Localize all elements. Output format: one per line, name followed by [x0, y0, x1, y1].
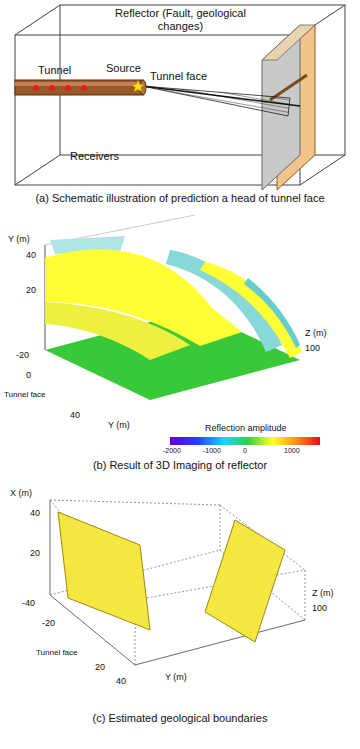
caption: (a) Schematic illustration of prediction… [20, 192, 340, 205]
annotation-label: Source [106, 62, 141, 75]
annotation-label: Reflector (Fault, geological changes) [108, 7, 253, 32]
imaging-plot [45, 215, 320, 445]
annotation-label: Tunnel face [150, 70, 207, 83]
tick-label: 40 [30, 508, 40, 518]
tick-label: 100 [305, 343, 320, 353]
tick-label: Tunnel face [4, 390, 46, 399]
tick-label: -20 [16, 350, 29, 360]
colorbar-label: Reflection amplitude [205, 423, 287, 433]
tick-label: 0 [26, 370, 31, 380]
color-bar [170, 437, 320, 445]
tick-label: 100 [312, 603, 327, 613]
colorbar-tick: 0 [243, 447, 247, 455]
axis-label: Z (m) [305, 328, 327, 338]
geological-boundary [58, 512, 285, 642]
tick-label: 40 [26, 250, 36, 260]
axis-label: Y (m) [8, 234, 30, 244]
axis-label: X (m) [10, 488, 32, 498]
tick-label: Tunnel face [36, 648, 78, 657]
ray-fan [142, 86, 300, 116]
caption: (b) Result of 3D Imaging of reflector [20, 459, 340, 472]
boundary-plot [50, 500, 305, 665]
tunnel [15, 80, 146, 95]
tick-label: -40 [22, 598, 35, 608]
colorbar-tick: -1000 [203, 447, 221, 455]
tick-label: 20 [30, 548, 40, 558]
tick-label: 20 [26, 285, 36, 295]
caption: (c) Estimated geological boundaries [20, 712, 340, 725]
tick-label: 20 [95, 662, 105, 672]
colorbar-tick: 1000 [284, 447, 300, 455]
axis-label: Y (m) [108, 420, 130, 430]
colorbar-tick: -2000 [163, 447, 181, 455]
tick-label: 40 [70, 410, 80, 420]
axis-label: Y (m) [165, 672, 187, 682]
annotation-label: Receivers [70, 150, 119, 163]
axis-label: Z (m) [312, 588, 334, 598]
tick-label: 40 [116, 676, 126, 686]
tick-label: -20 [42, 618, 55, 628]
annotation-label: Tunnel [38, 64, 71, 77]
